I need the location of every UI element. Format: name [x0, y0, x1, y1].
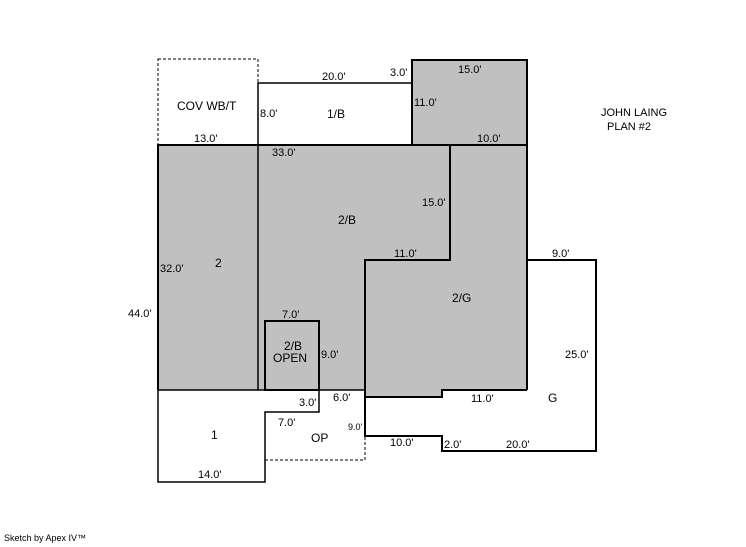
label-second-b: 2/B: [338, 213, 356, 227]
dim-8: 8.0': [260, 108, 277, 120]
area-garage: [364, 259, 597, 452]
dim-14: 14.0': [198, 469, 222, 481]
dim-10-upper: 10.0': [477, 133, 501, 145]
label-first: 1: [211, 428, 218, 442]
label-garage: G: [548, 391, 557, 405]
title-line-2: PLAN #2: [607, 121, 651, 133]
area-first-b: [257, 82, 412, 145]
dim-3-top: 3.0': [390, 67, 407, 79]
dim-25: 25.0': [565, 349, 589, 361]
dim-20-top: 20.0': [322, 71, 346, 83]
dim-6: 6.0': [333, 392, 350, 404]
area-first-floor: [157, 390, 320, 483]
dim-13: 13.0': [194, 133, 218, 145]
footer-credit: Sketch by Apex IV™: [4, 533, 87, 543]
dim-11-low: 11.0': [471, 393, 494, 405]
dim-20-low: 20.0': [506, 439, 530, 451]
label-cov-wbt: COV WB/T: [177, 99, 237, 113]
dim-9-open: 9.0': [321, 349, 338, 361]
dim-32: 32.0': [160, 263, 184, 275]
title-line-1: JOHN LAING: [601, 107, 667, 119]
label-op: OP: [311, 431, 328, 445]
dim-7-open: 7.0': [282, 309, 299, 321]
dim-9-right: 9.0': [552, 248, 569, 260]
dim-15-top: 15.0': [458, 64, 482, 76]
dim-2: 2.0': [444, 439, 461, 451]
dim-9-small: 9.0': [348, 422, 363, 432]
dim-44: 44.0': [128, 308, 152, 320]
dim-7-low: 7.0': [278, 417, 295, 429]
label-first-b: 1/B: [327, 107, 345, 121]
label-second: 2: [215, 256, 222, 270]
dim-11-upper: 11.0': [414, 97, 437, 109]
dim-3-low: 3.0': [299, 397, 316, 409]
dim-33: 33.0': [272, 147, 296, 159]
label-second-g: 2/G: [452, 291, 471, 305]
dim-11-mid: 11.0': [394, 248, 417, 260]
label-open-1: 2/B: [284, 339, 302, 353]
label-open-2: OPEN: [273, 351, 307, 365]
dim-15-mid: 15.0': [422, 197, 446, 209]
area-2b-open: [264, 320, 320, 391]
outline-second-floor: [157, 144, 528, 390]
outline-top-bump: [411, 59, 528, 145]
dim-10-low: 10.0': [390, 437, 414, 449]
